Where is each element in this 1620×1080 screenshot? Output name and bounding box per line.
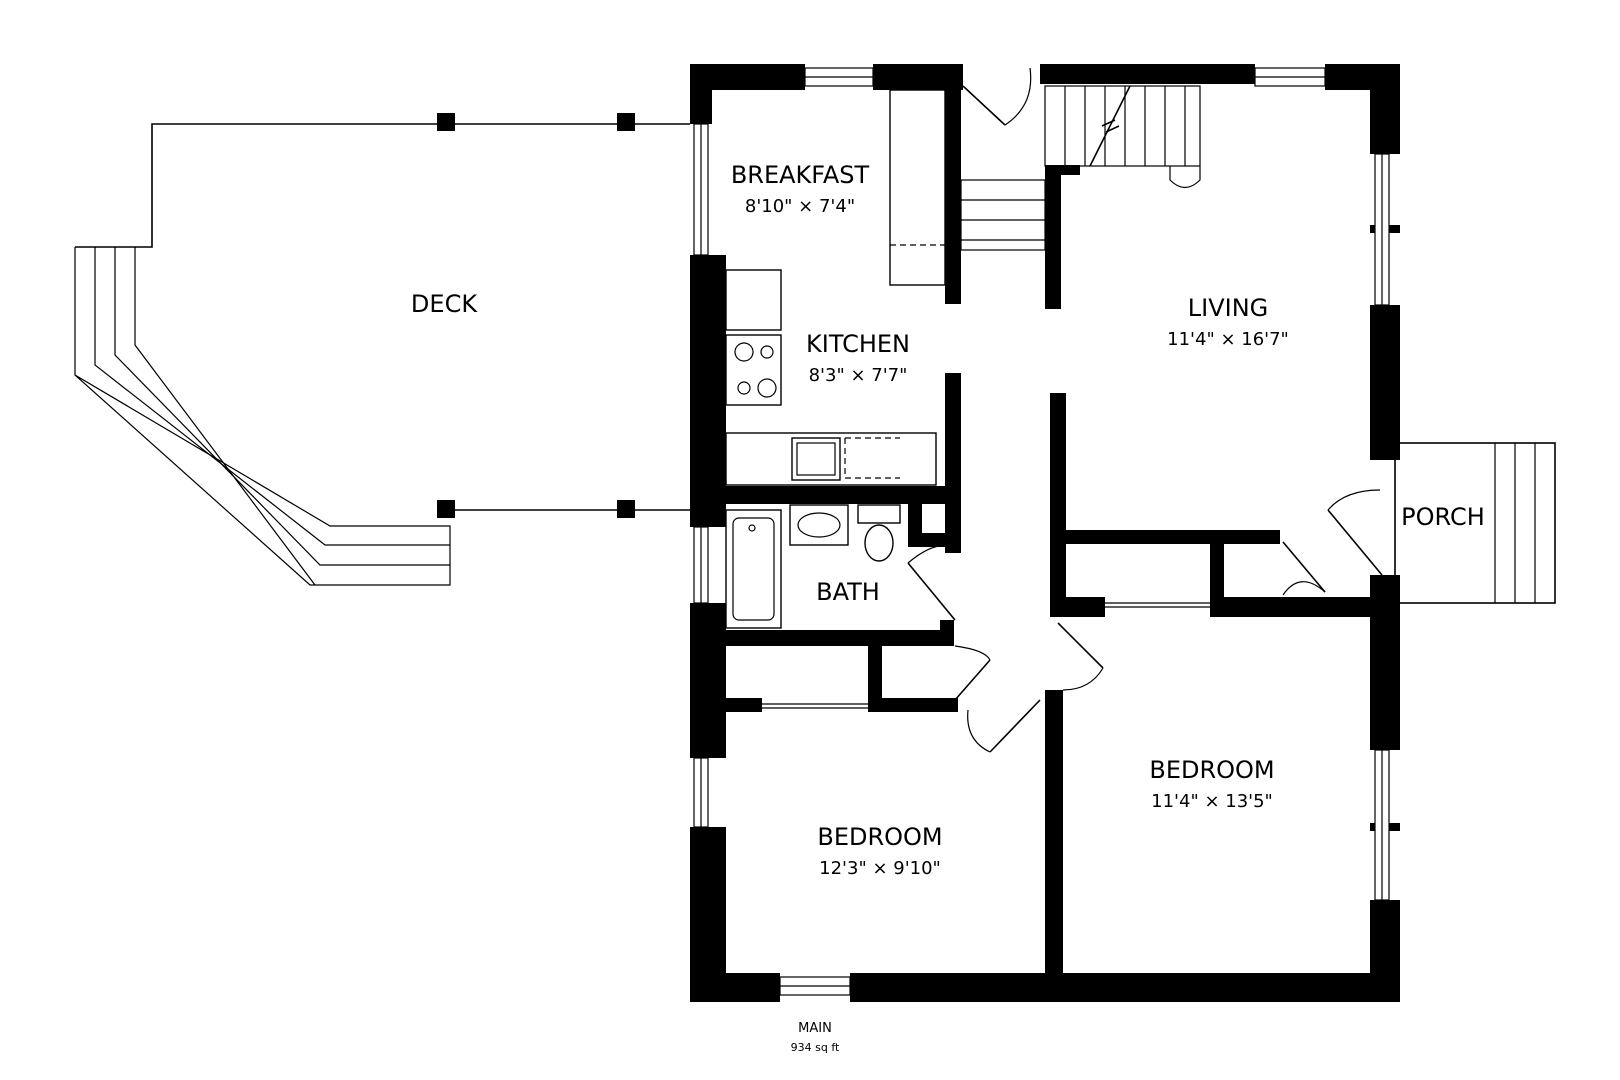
deck — [74, 113, 690, 586]
deck-label: DECK — [411, 290, 478, 318]
bedroom-right-dims: 11'4" × 13'5" — [1151, 791, 1273, 812]
bedroom-left-dims: 12'3" × 9'10" — [819, 858, 941, 879]
breakfast-dims: 8'10" × 7'4" — [745, 196, 855, 217]
room-labels: DECK BREAKFAST 8'10" × 7'4" KITCHEN 8'3"… — [411, 161, 1485, 1054]
living-dims: 11'4" × 16'7" — [1167, 329, 1289, 350]
bath-fixtures — [725, 504, 901, 629]
living-label: LIVING — [1188, 294, 1269, 322]
doors — [762, 67, 1383, 753]
kitchen-dims: 8'3" × 7'7" — [809, 365, 908, 386]
floor-level-label: MAIN — [798, 1021, 832, 1036]
breakfast-label: BREAKFAST — [731, 161, 870, 189]
exterior-walls — [690, 64, 1400, 1002]
kitchen-label: KITCHEN — [806, 330, 910, 358]
stairs — [960, 85, 1201, 251]
floor-area-label: 934 sq ft — [791, 1041, 840, 1054]
bedroom-left-label: BEDROOM — [817, 823, 942, 851]
porch-label: PORCH — [1401, 503, 1485, 531]
porch — [1394, 442, 1556, 604]
windows — [693, 67, 1390, 996]
bath-label: BATH — [816, 578, 880, 606]
bedroom-right-label: BEDROOM — [1149, 756, 1274, 784]
interior-walls — [726, 64, 1400, 975]
kitchen-fixtures — [725, 89, 946, 486]
